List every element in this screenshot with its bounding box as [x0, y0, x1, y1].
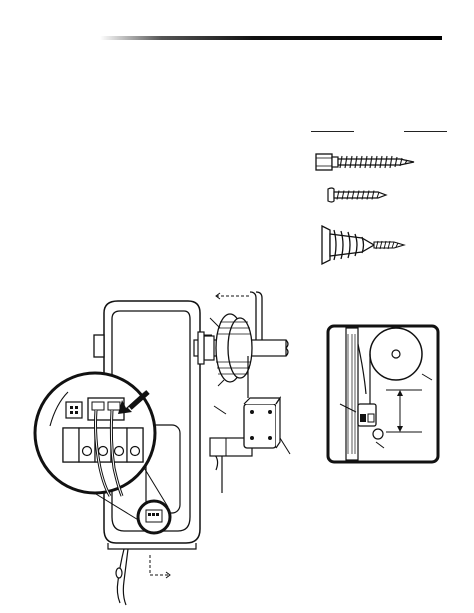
lag-screw-icon — [315, 153, 415, 171]
drywall-anchor-icon — [321, 224, 406, 266]
machine-screw-icon — [327, 187, 388, 203]
hardware-column-rule-left — [311, 131, 354, 132]
wire-terminal-callout — [33, 371, 157, 497]
hardware-column-rule-right — [404, 131, 447, 132]
header-rule — [100, 36, 442, 40]
cable-drum-assembly — [193, 291, 291, 493]
cable-mount-detail — [326, 324, 440, 464]
